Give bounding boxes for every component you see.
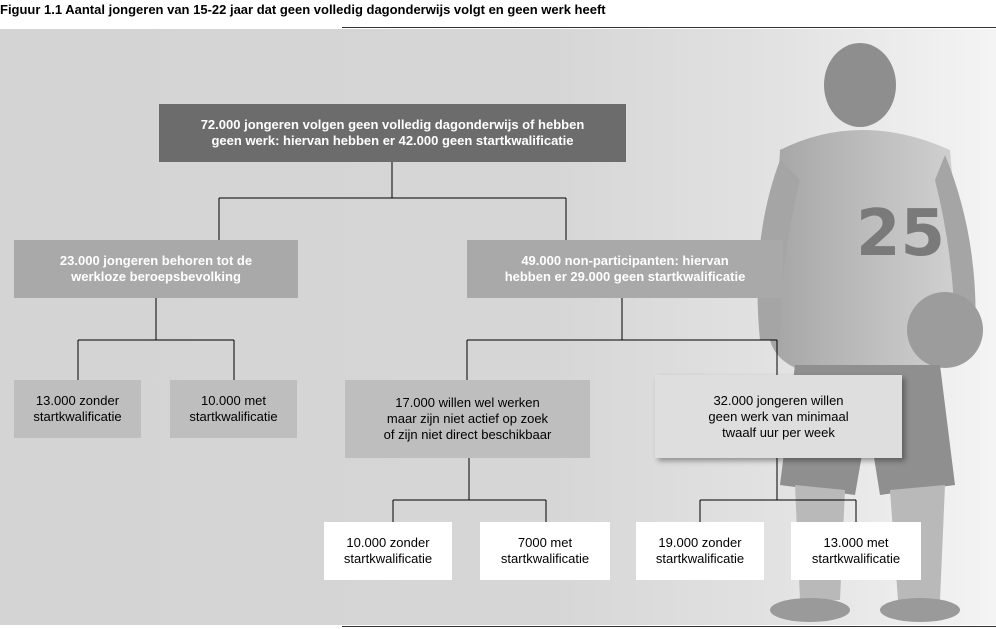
shoe-shape (770, 598, 850, 622)
bottom-rule (342, 626, 996, 627)
jersey-number: 25 (856, 197, 945, 271)
non-participants-box: 49.000 non-participanten: hiervan hebben… (467, 240, 783, 298)
want-work-without-qualification-box: 10.000 zonder startkwalificatie (324, 522, 452, 580)
basketball-shape (907, 292, 983, 368)
top-rule (342, 27, 996, 28)
want-work-box: 17.000 willen wel werken maar zijn niet … (345, 380, 590, 458)
connector-right (466, 298, 778, 380)
no-work-wanted-box: 32.000 jongeren willen geen werk van min… (655, 375, 902, 458)
connector-root (218, 162, 567, 240)
want-work-with-qualification-box: 7000 met startkwalificatie (480, 522, 610, 580)
connector-right-b (699, 458, 857, 522)
figure-caption: Figuur 1.1 Aantal jongeren van 15-22 jaa… (0, 2, 606, 17)
no-work-with-qualification-box: 13.000 met startkwalificatie (791, 522, 921, 580)
connector-right-a (392, 458, 547, 522)
unemployed-box: 23.000 jongeren behoren tot de werkloze … (14, 240, 298, 298)
connector-left (77, 298, 235, 380)
unemployed-without-qualification-box: 13.000 zonder startkwalificatie (14, 380, 141, 438)
shoe-shape-right (880, 598, 960, 622)
root-box: 72.000 jongeren volgen geen volledig dag… (159, 104, 626, 162)
no-work-without-qualification-box: 19.000 zonder startkwalificatie (636, 522, 764, 580)
unemployed-with-qualification-box: 10.000 met startkwalificatie (170, 380, 297, 438)
arm-shape-right (935, 155, 976, 340)
head-shape (824, 43, 896, 127)
